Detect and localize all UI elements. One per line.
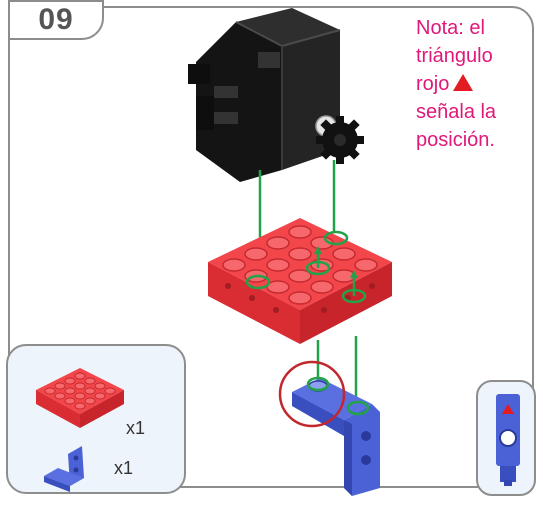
guide-lines-lower — [316, 336, 358, 404]
note-line-1: Nota: el — [416, 17, 485, 39]
bracket-green-rings — [306, 376, 370, 416]
position-triangle-icon — [502, 404, 514, 414]
red-triangle-icon — [453, 74, 474, 91]
bracket-hole — [499, 429, 517, 447]
highlight-circle — [278, 360, 346, 428]
note-line-4: señala la — [416, 101, 497, 123]
note-line-3: rojo — [416, 70, 534, 98]
note-line-5: posición. — [416, 129, 495, 151]
red-plate — [208, 218, 392, 344]
position-indicator-box — [476, 380, 536, 496]
position-note: Nota: el triángulo rojo señala la posici… — [416, 14, 534, 154]
part-red-plate-icon — [36, 368, 124, 428]
step-number-badge: 09 — [8, 0, 104, 40]
position-indicator-illustration — [496, 394, 520, 486]
parts-list-box: x1 x1 — [6, 344, 186, 494]
step-number: 09 — [38, 3, 74, 36]
parts-illustration — [36, 368, 124, 492]
note-line-3-text: rojo — [416, 73, 450, 95]
blue-bracket — [292, 378, 380, 496]
part-blue-bracket-quantity: x1 — [114, 458, 134, 478]
green-rings — [245, 230, 367, 304]
green-arrows — [314, 246, 358, 296]
note-line-2: triángulo — [416, 45, 493, 67]
step-frame — [8, 6, 534, 488]
part-red-plate-quantity: x1 — [126, 418, 146, 438]
part-blue-bracket-icon — [44, 446, 84, 492]
servo-motor — [188, 8, 364, 182]
